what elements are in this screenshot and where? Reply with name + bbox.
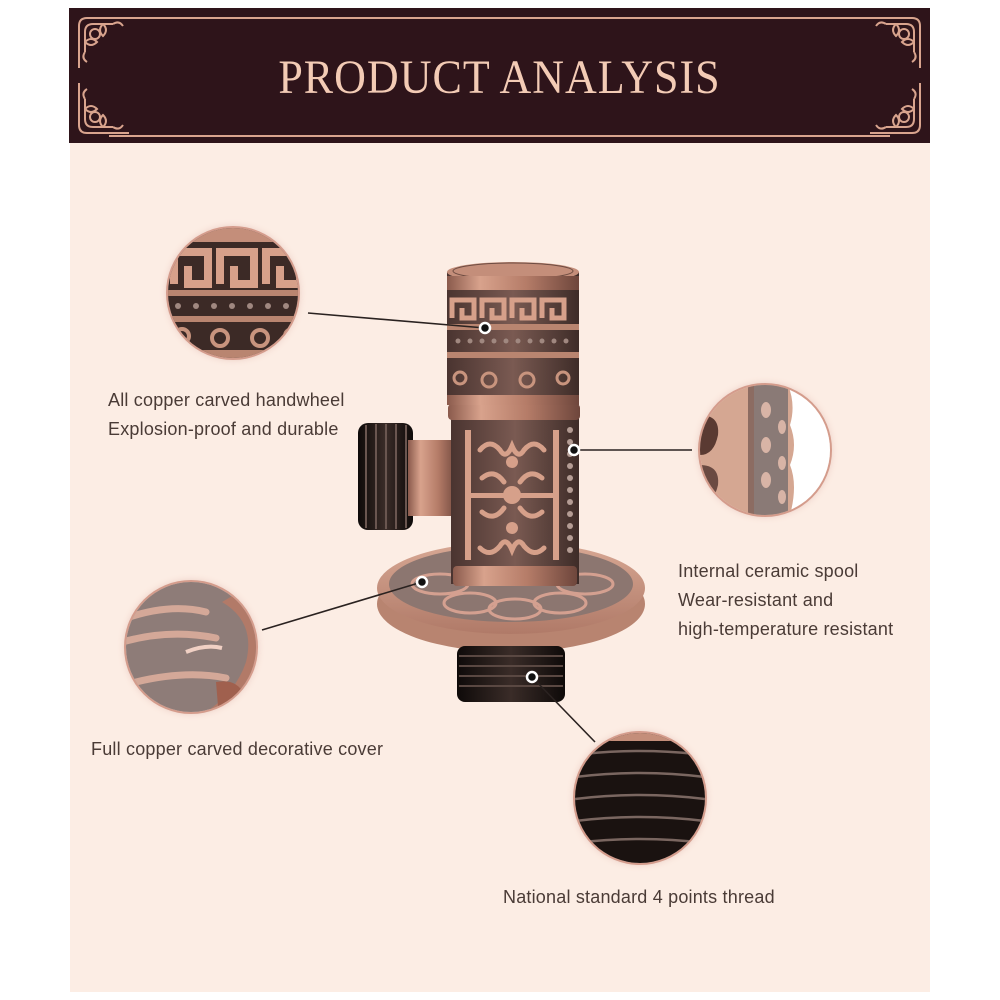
ornament-corner-icon [866, 79, 926, 139]
page-title: PRODUCT ANALYSIS [278, 51, 721, 104]
carved-flange-closeup-icon [126, 582, 256, 712]
ornament-corner-icon [73, 79, 133, 139]
callout-line: high-temperature resistant [678, 619, 894, 639]
callout-line: National standard 4 points thread [503, 887, 775, 907]
callout-line: Wear-resistant and [678, 590, 834, 610]
callout-line: Full copper carved decorative cover [91, 739, 384, 759]
closeup-thread [575, 733, 705, 863]
closeup-cover [126, 582, 256, 712]
black-thread-closeup-icon [575, 733, 705, 863]
closeup-spool [700, 385, 830, 515]
callout-label-handwheel: All copper carved handwheel Explosion-pr… [108, 386, 345, 444]
callout-line: All copper carved handwheel [108, 390, 345, 410]
side-thread [358, 423, 458, 530]
callout-label-thread: National standard 4 points thread [503, 883, 775, 912]
header-banner: PRODUCT ANALYSIS [69, 8, 930, 143]
callout-line: Internal ceramic spool [678, 561, 859, 581]
callout-line: Explosion-proof and durable [108, 419, 339, 439]
callout-label-spool: Internal ceramic spool Wear-resistant an… [678, 557, 893, 644]
ornament-corner-icon [866, 12, 926, 72]
closeup-handwheel [168, 228, 298, 358]
ribbed-body-closeup-icon [700, 385, 830, 515]
callout-label-cover: Full copper carved decorative cover [91, 735, 383, 764]
banner-border-bottom [109, 135, 890, 137]
greek-key-handwheel-closeup-icon [168, 228, 298, 358]
banner-border-top [109, 17, 890, 19]
ornament-corner-icon [73, 12, 133, 72]
